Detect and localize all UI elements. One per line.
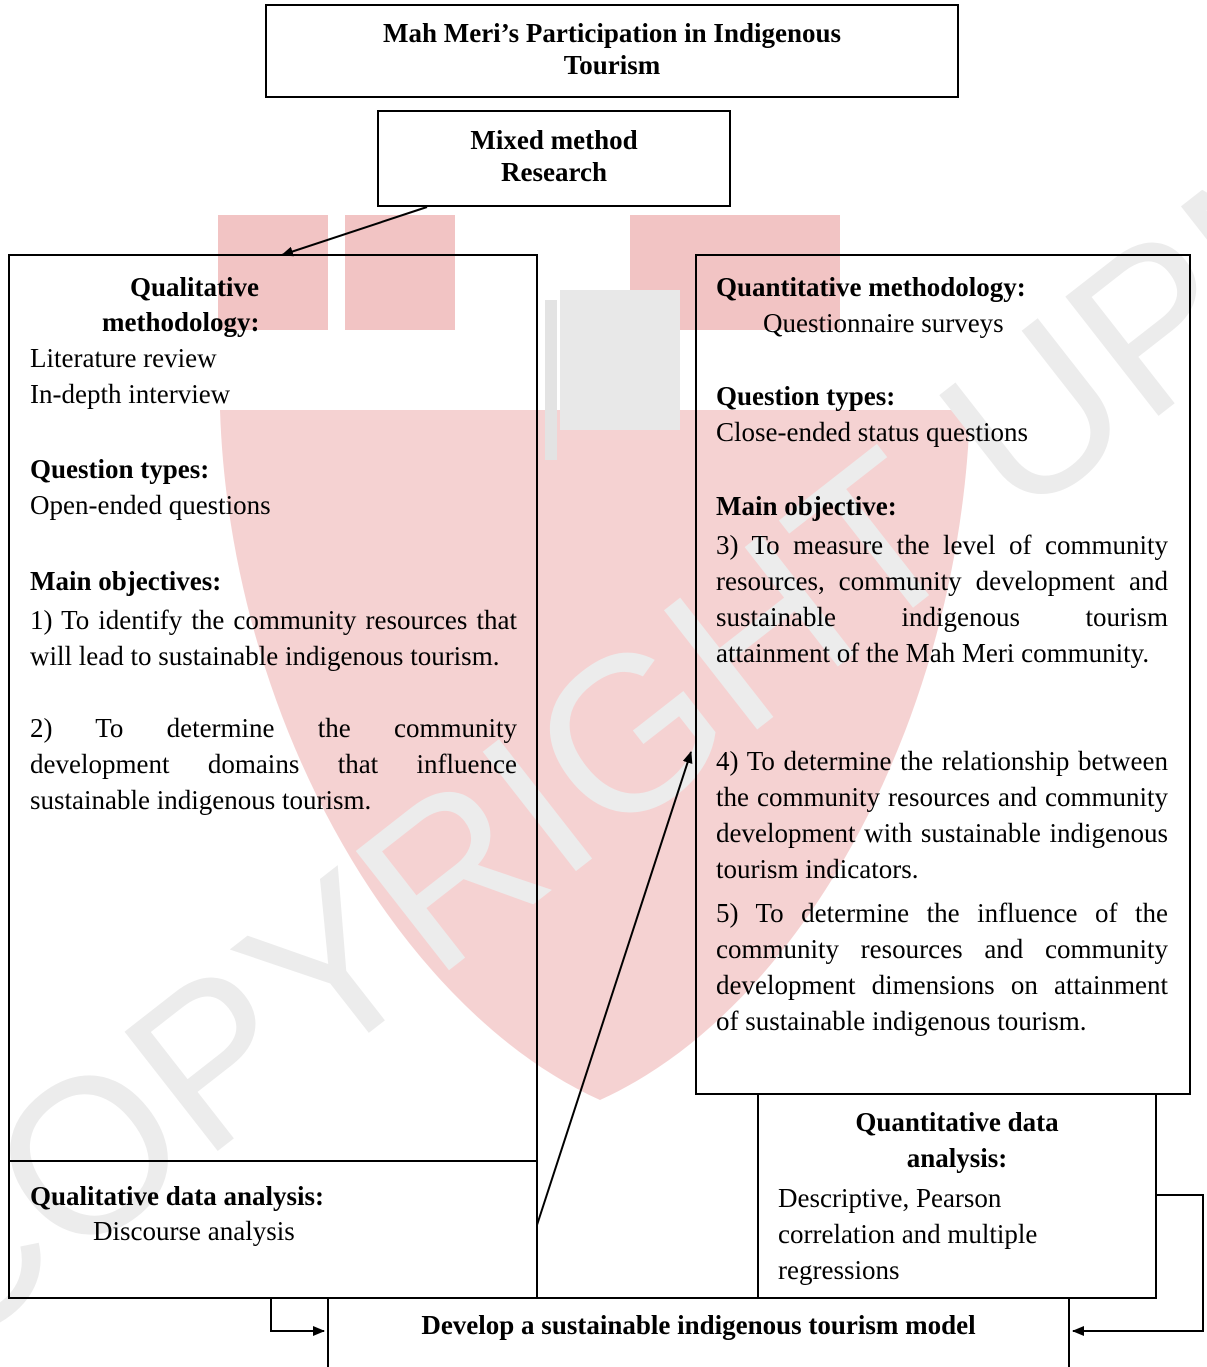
arrow-qualitative-to-quantitative [536, 751, 693, 1226]
quant-qtypes: Close-ended status questions [716, 417, 1028, 447]
quant-heading: Quantitative methodology: [716, 272, 1026, 302]
qual-analysis-text: Discourse analysis [93, 1216, 295, 1246]
quant-analysis-heading-line2: analysis: [906, 1143, 1008, 1173]
qual-method-2: In-depth interview [30, 379, 231, 409]
arrow-mixed-to-qualitative [281, 206, 428, 257]
qualitative-analysis-divider [8, 1160, 538, 1162]
quant-objective-3: 3) To measure the level of community res… [716, 530, 1168, 668]
qual-analysis-heading: Qualitative data analysis: [30, 1181, 325, 1211]
qual-qtypes: Open-ended questions [30, 490, 271, 520]
title-box: Mah Meri’s Participation in Indigenous T… [265, 4, 959, 98]
quant-objective-heading: Main objective: [716, 491, 897, 521]
mixed-line2: Research [501, 157, 607, 187]
quant-qtypes-heading: Question types: [716, 381, 896, 411]
qual-objectives-heading: Main objectives: [30, 566, 222, 596]
model-box: Develop a sustainable indigenous tourism… [327, 1297, 1070, 1367]
qual-heading-line2: methodology: [102, 307, 260, 337]
qual-method-1: Literature review [30, 343, 217, 373]
title-line2: Tourism [563, 50, 661, 80]
model-label: Develop a sustainable indigenous tourism… [421, 1310, 976, 1340]
qual-qtypes-heading: Question types: [30, 454, 210, 484]
qualitative-box [8, 254, 538, 1299]
mixed-line1: Mixed method [470, 125, 638, 155]
quant-analysis-text: Descriptive, Pearson correlation and mul… [778, 1183, 1038, 1285]
quant-method: Questionnaire surveys [763, 308, 1004, 338]
quant-objective-5: 5) To determine the influence of the com… [716, 898, 1168, 1036]
qual-heading-line1: Qualitative [130, 272, 259, 302]
title-line1: Mah Meri’s Participation in Indigenous [382, 18, 841, 48]
arrow-quantitative-to-model [1072, 1194, 1204, 1336]
arrow-qualitative-to-model [270, 1299, 325, 1336]
qual-objective-1: 1) To identify the community resources t… [30, 605, 517, 671]
quant-analysis-heading-line1: Quantitative data [855, 1107, 1059, 1137]
qual-objective-2: 2) To determine the community developmen… [30, 713, 517, 815]
mixed-method-box: Mixed method Research [377, 110, 731, 207]
quant-objective-4: 4) To determine the relationship between… [716, 746, 1168, 884]
